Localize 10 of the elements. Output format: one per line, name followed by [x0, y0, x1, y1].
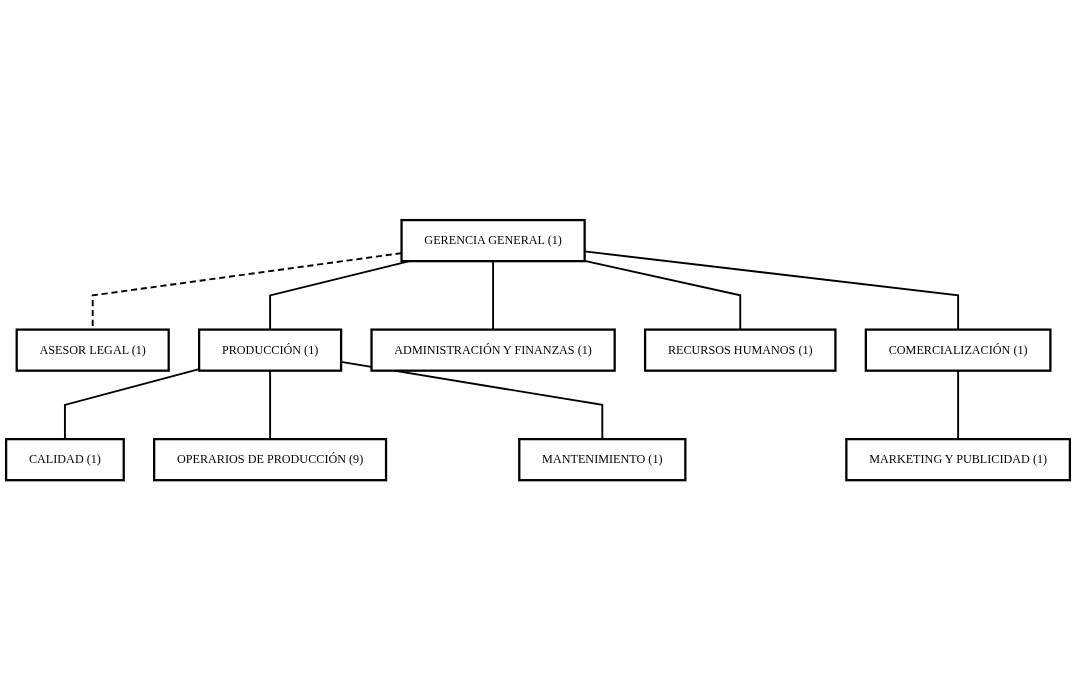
- node-box: GERENCIA GENERAL (1): [400, 218, 586, 263]
- node-box: COMERCIALIZACIÓN (1): [864, 328, 1052, 372]
- node-box: ASESOR LEGAL (1): [15, 328, 170, 372]
- node-box: CALIDAD (1): [4, 437, 125, 482]
- node-box: OPERARIOS DE PRODUCCIÓN (9): [153, 437, 388, 482]
- node-box: MARKETING Y PUBLICIDAD (1): [845, 437, 1072, 482]
- node-box: RECURSOS HUMANOS (1): [643, 328, 837, 372]
- node-box: MANTENIMIENTO (1): [518, 437, 687, 482]
- node-box: ADMINISTRACIÓN Y FINANZAS (1): [370, 328, 616, 372]
- node-box: PRODUCCIÓN (1): [198, 328, 343, 372]
